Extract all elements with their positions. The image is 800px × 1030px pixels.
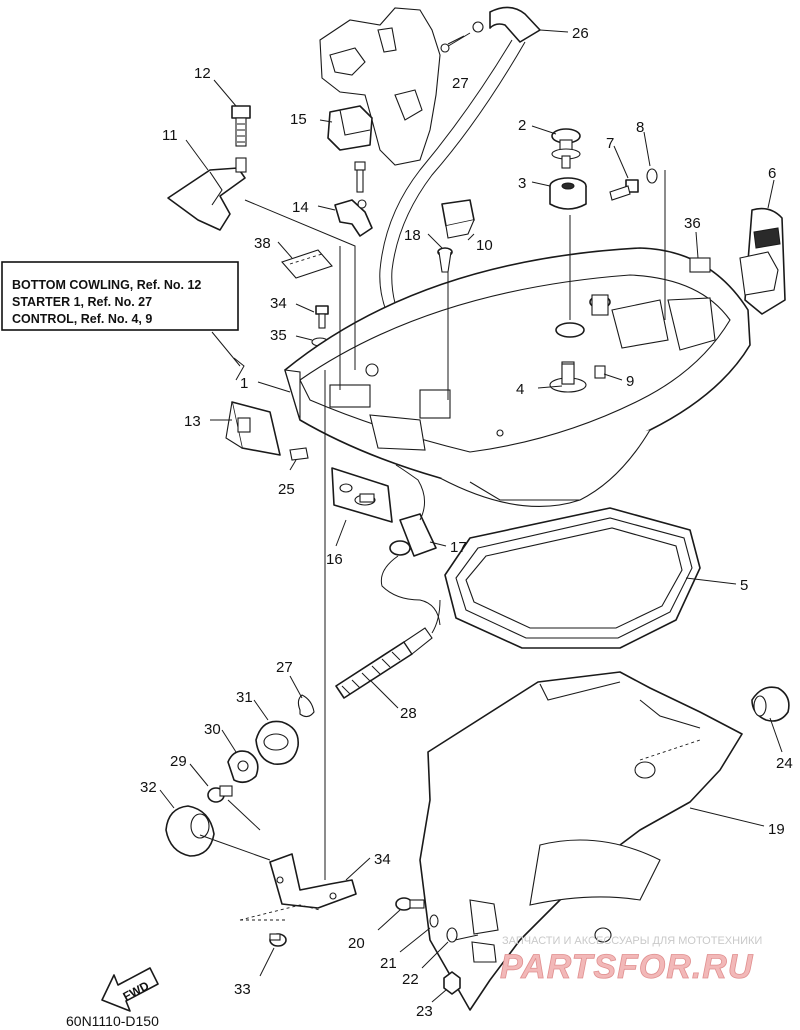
nut-part-23 bbox=[443, 971, 461, 995]
fitting-part-29 bbox=[207, 785, 233, 803]
ring-part-30 bbox=[227, 750, 259, 784]
callout-labels: 12 11 15 14 38 34 35 1 13 25 16 17 18 10… bbox=[140, 25, 793, 1020]
callout-22: 22 bbox=[402, 971, 419, 988]
label-tag-part-38 bbox=[281, 249, 333, 279]
switch-panel-part-16 bbox=[331, 467, 393, 523]
bolt-part-2 bbox=[551, 128, 581, 169]
lower-cover-part-19 bbox=[419, 671, 743, 1011]
clip-part-27-top bbox=[440, 21, 484, 53]
callout-5: 5 bbox=[740, 577, 748, 594]
washer-part-22 bbox=[446, 927, 458, 943]
callout-14: 14 bbox=[292, 199, 309, 216]
bracket-part-6 bbox=[739, 207, 786, 315]
cap-part-31 bbox=[255, 720, 299, 765]
bottom-cowling-part-1 bbox=[284, 247, 751, 507]
clip-part-27-lower bbox=[297, 694, 315, 718]
reference-line-1: BOTTOM COWLING, Ref. No. 12 bbox=[12, 278, 201, 292]
watermark: ЗАПЧАСТИ И АКСЕССУАРЫ ДЛЯ МОТОТЕХНИКИ PA… bbox=[500, 935, 763, 986]
bracket-part-11 bbox=[167, 157, 247, 231]
callout-15: 15 bbox=[290, 111, 307, 128]
callout-29: 29 bbox=[170, 753, 187, 770]
callout-35: 34 bbox=[270, 295, 287, 312]
bolt-part-7 bbox=[609, 179, 639, 201]
callout-8: 8 bbox=[636, 119, 644, 136]
reference-box: BOTTOM COWLING, Ref. No. 12 STARTER 1, R… bbox=[1, 261, 245, 381]
fitting-part-18 bbox=[437, 247, 453, 273]
grommet-part-24 bbox=[751, 686, 790, 722]
reference-line-3: CONTROL, Ref. No. 4, 9 bbox=[12, 312, 152, 326]
callout-18: 18 bbox=[404, 227, 421, 244]
reference-line-2: STARTER 1, Ref. No. 27 bbox=[12, 295, 152, 309]
callout-31: 31 bbox=[236, 689, 253, 706]
callout-28: 28 bbox=[400, 705, 417, 722]
callout-27-lower: 27 bbox=[276, 659, 293, 676]
screw-part-20 bbox=[395, 897, 425, 911]
callout-9: 9 bbox=[626, 373, 634, 390]
diagram-code: 60N1110-D150 bbox=[66, 1013, 159, 1029]
callout-23: 23 bbox=[416, 1003, 433, 1020]
callout-10: 10 bbox=[476, 237, 493, 254]
callout-25: 25 bbox=[278, 481, 295, 498]
seal-gasket-part-5 bbox=[444, 507, 701, 649]
screw-part-15b bbox=[354, 161, 366, 193]
callout-36: 35 bbox=[270, 327, 287, 344]
alignment-lines bbox=[199, 170, 666, 941]
callout-2: 2 bbox=[518, 117, 526, 134]
engine-block-outline bbox=[319, 7, 441, 166]
callout-16: 16 bbox=[326, 551, 343, 568]
bracket-part-34 bbox=[239, 853, 357, 921]
bolt-part-35 bbox=[315, 305, 329, 329]
callout-26: 26 bbox=[572, 25, 589, 42]
callout-34: 34 bbox=[374, 851, 391, 868]
callout-12: 12 bbox=[194, 65, 211, 82]
watermark-brand: PARTSFOR.RU bbox=[500, 948, 754, 986]
washer-part-8 bbox=[646, 168, 658, 184]
plug-part-10 bbox=[441, 199, 475, 239]
screw-part-33 bbox=[269, 933, 287, 947]
callout-33: 33 bbox=[234, 981, 251, 998]
callout-38: 38 bbox=[254, 235, 271, 252]
cable-part-28 bbox=[335, 599, 441, 699]
callout-17: 17 bbox=[450, 539, 467, 556]
callout-27-top: 27 bbox=[452, 75, 469, 92]
grommet-part-3 bbox=[549, 177, 587, 210]
cover-part-13 bbox=[225, 401, 281, 456]
callout-19: 19 bbox=[768, 821, 785, 838]
callout-11: 11 bbox=[162, 127, 178, 144]
label-tag-part-37 bbox=[689, 257, 711, 273]
callout-leaders bbox=[159, 29, 783, 1003]
callout-30: 30 bbox=[204, 721, 221, 738]
clamp-part-15 bbox=[327, 105, 373, 151]
fwd-arrow: FWD bbox=[101, 967, 159, 1012]
callout-24: 24 bbox=[776, 755, 793, 772]
hose-part-26 bbox=[379, 6, 541, 331]
screw-part-9 bbox=[594, 365, 606, 379]
connector-part-17 bbox=[380, 464, 441, 626]
pad-part-25 bbox=[289, 447, 309, 461]
bracket-lower-detail bbox=[469, 899, 499, 963]
callout-1: 1 bbox=[240, 375, 248, 392]
callout-21: 21 bbox=[380, 955, 397, 972]
callout-4: 4 bbox=[516, 381, 524, 398]
callout-7: 7 bbox=[606, 135, 614, 152]
pin-part-4 bbox=[561, 363, 575, 385]
callout-37: 36 bbox=[684, 215, 701, 232]
callout-32: 32 bbox=[140, 779, 157, 796]
callout-3: 3 bbox=[518, 175, 526, 192]
callout-6: 6 bbox=[768, 165, 776, 182]
grommet-part-32 bbox=[165, 805, 215, 857]
watermark-tagline: ЗАПЧАСТИ И АКСЕССУАРЫ ДЛЯ МОТОТЕХНИКИ bbox=[502, 935, 762, 947]
washer-part-21 bbox=[429, 914, 439, 928]
callout-13: 13 bbox=[184, 413, 201, 430]
bolt-part-12 bbox=[231, 105, 251, 147]
bracket-part-14 bbox=[334, 199, 373, 237]
callout-20: 20 bbox=[348, 935, 365, 952]
